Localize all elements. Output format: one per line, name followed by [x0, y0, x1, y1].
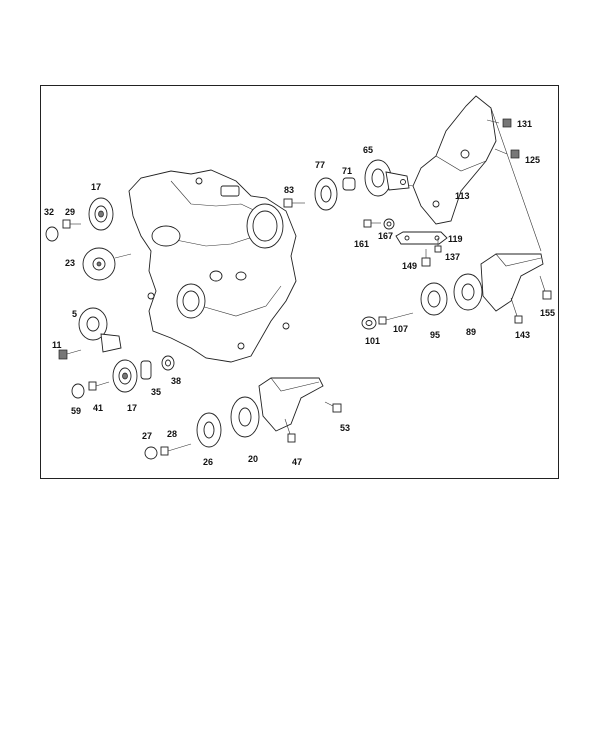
label-155: 155 [540, 308, 555, 318]
washer-38 [161, 355, 175, 371]
label-41: 41 [93, 403, 103, 413]
label-65: 65 [363, 145, 373, 155]
label-20: 20 [248, 454, 258, 464]
pulley-77 [314, 177, 338, 211]
label-161: 161 [354, 239, 369, 249]
bolt-137 [434, 238, 442, 253]
engine-timing-cover [128, 169, 297, 363]
bolt-29 [62, 219, 81, 229]
tensioner-bracket-20 [258, 377, 324, 432]
bolt-83 [283, 198, 305, 208]
pulley-23 [82, 247, 132, 281]
label-101: 101 [365, 336, 380, 346]
bolt-11 [58, 349, 82, 360]
label-27: 27 [142, 431, 152, 441]
pulley-95 [420, 282, 448, 316]
label-53: 53 [340, 423, 350, 433]
spacer-71 [342, 177, 356, 191]
bolt-41 [88, 381, 110, 391]
bolt-125 [494, 148, 520, 159]
cap-59 [71, 383, 85, 399]
label-113: 113 [455, 191, 470, 201]
label-38: 38 [171, 376, 181, 386]
label-17-lower: 17 [127, 403, 137, 413]
nut-101 [361, 316, 377, 330]
label-35: 35 [151, 387, 161, 397]
spacer-35 [140, 360, 152, 380]
label-71: 71 [342, 166, 352, 176]
bolt-28 [160, 443, 192, 456]
bolt-53 [324, 401, 342, 413]
bolt-143 [510, 297, 523, 324]
label-28: 28 [167, 429, 177, 439]
label-5: 5 [72, 309, 77, 319]
label-26: 26 [203, 457, 213, 467]
label-17-upper: 17 [91, 182, 101, 192]
bracket-113 [390, 95, 542, 252]
bolt-47 [284, 418, 296, 443]
label-95: 95 [430, 330, 440, 340]
pulley-17-lower [112, 359, 138, 393]
pulley-26 [196, 412, 222, 448]
label-149: 149 [402, 261, 417, 271]
pulley-20 [230, 396, 260, 438]
bolt-149 [421, 249, 431, 267]
diagram-frame: 131 125 77 65 71 113 17 83 32 29 161 167… [40, 85, 559, 479]
cap-27 [144, 446, 158, 460]
plate-119 [395, 231, 448, 245]
label-47: 47 [292, 457, 302, 467]
bolt-107 [378, 312, 414, 325]
tensioner-bracket-89 [480, 253, 544, 312]
label-59: 59 [71, 406, 81, 416]
tensioner-5 [78, 307, 122, 353]
label-23: 23 [65, 258, 75, 268]
label-125: 125 [525, 155, 540, 165]
label-137: 137 [445, 252, 460, 262]
label-119: 119 [448, 234, 463, 244]
label-11: 11 [52, 340, 62, 350]
label-143: 143 [515, 330, 530, 340]
cap-32 [45, 226, 59, 242]
pulley-89 [453, 273, 483, 311]
label-131: 131 [517, 119, 532, 129]
label-29: 29 [65, 207, 75, 217]
label-32: 32 [44, 207, 54, 217]
pulley-17-upper [88, 197, 114, 231]
exploded-parts-diagram: 131 125 77 65 71 113 17 83 32 29 161 167… [44, 95, 555, 467]
label-77: 77 [315, 160, 325, 170]
label-89: 89 [466, 327, 476, 337]
label-107: 107 [393, 324, 408, 334]
label-83: 83 [284, 185, 294, 195]
washer-167 [383, 218, 395, 230]
bolt-161 [363, 219, 381, 228]
bolt-131 [486, 118, 512, 128]
label-167: 167 [378, 231, 393, 241]
bolt-155 [539, 275, 552, 300]
pulley-65 [364, 159, 410, 197]
